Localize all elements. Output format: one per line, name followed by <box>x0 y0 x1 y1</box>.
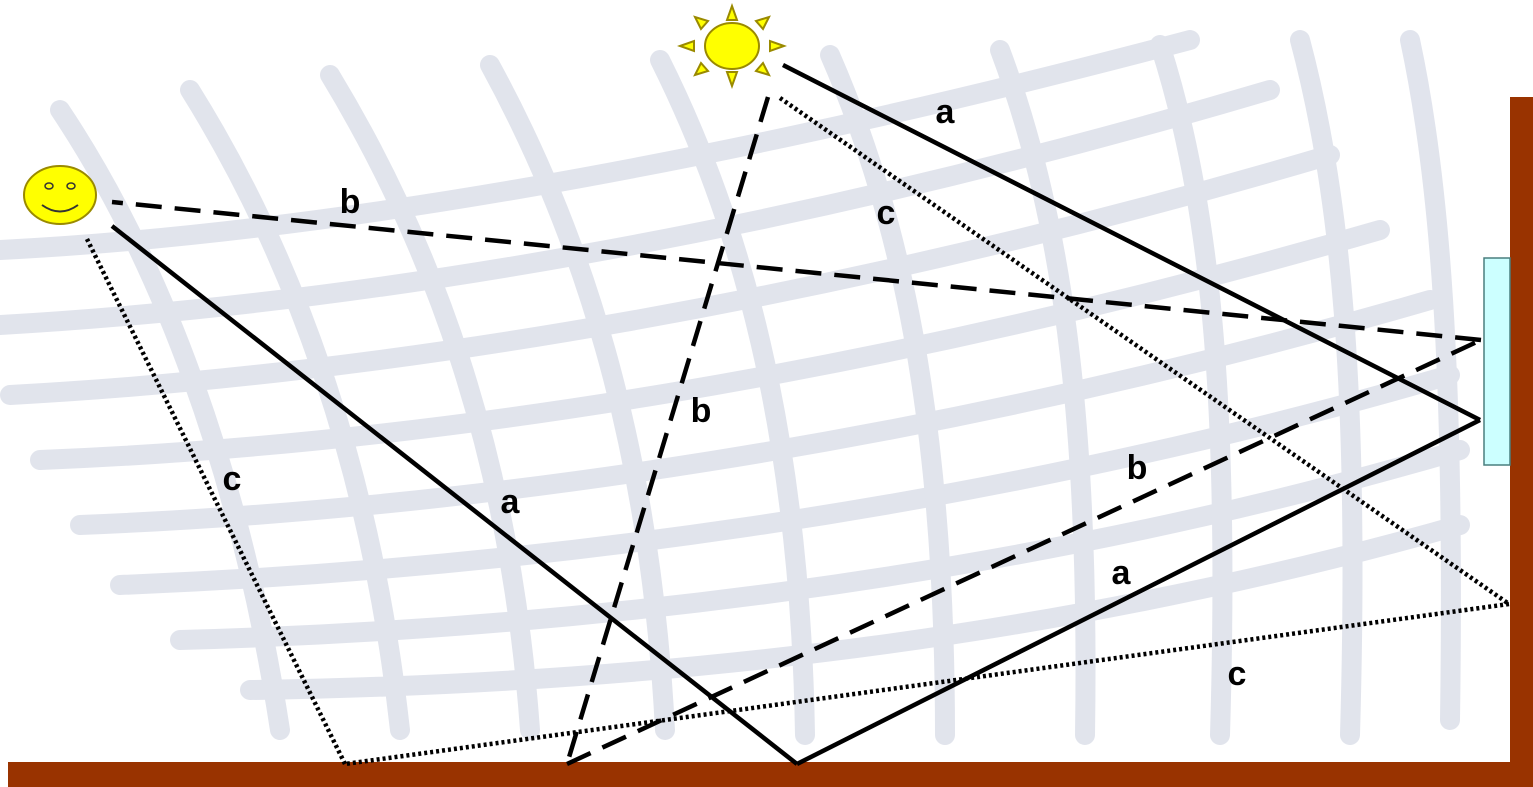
background-grid <box>0 40 1460 735</box>
mirror <box>1484 258 1510 465</box>
label-b-top: b <box>340 183 361 221</box>
floor <box>8 762 1533 787</box>
label-b-right: b <box>1127 449 1148 487</box>
label-c-bottom: c <box>1228 655 1247 693</box>
label-b-middle: b <box>691 392 712 430</box>
label-a-left: a <box>501 483 521 521</box>
label-a-top: a <box>936 93 956 131</box>
smiley-face-icon <box>24 166 96 224</box>
sun-icon <box>680 6 784 86</box>
face-circle <box>24 166 96 224</box>
label-a-right: a <box>1112 554 1132 592</box>
label-c-top: c <box>877 194 896 232</box>
wall <box>1510 97 1533 787</box>
label-c-left: c <box>223 460 242 498</box>
